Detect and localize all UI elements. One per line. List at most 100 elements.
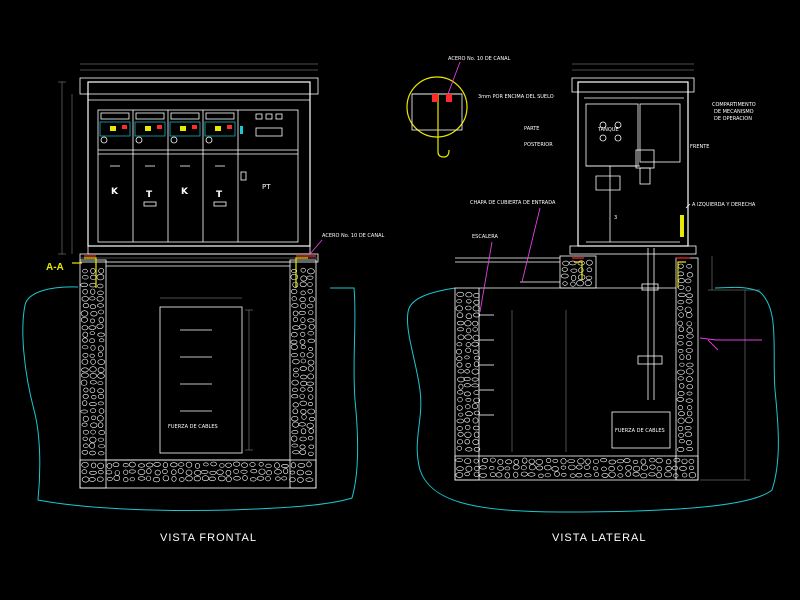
rock xyxy=(688,465,695,471)
rock xyxy=(578,267,584,274)
rock xyxy=(208,476,216,481)
rock xyxy=(528,464,536,471)
side-pit-walls xyxy=(454,255,699,481)
rock xyxy=(300,409,307,415)
rock xyxy=(456,466,464,472)
rock xyxy=(677,426,684,432)
rock xyxy=(146,468,152,475)
rock xyxy=(290,339,298,345)
rock xyxy=(685,293,694,298)
rock xyxy=(560,273,569,279)
rock xyxy=(300,331,306,337)
rock xyxy=(299,387,306,392)
rock xyxy=(457,376,465,383)
rock xyxy=(513,471,519,478)
rock xyxy=(112,462,120,468)
rock xyxy=(80,316,88,323)
rock xyxy=(686,384,694,390)
rock xyxy=(291,435,298,442)
rock xyxy=(81,449,89,455)
rock xyxy=(681,458,688,465)
rock xyxy=(466,327,472,334)
rock xyxy=(97,381,104,386)
rock xyxy=(80,379,88,386)
rock xyxy=(308,444,315,449)
rock xyxy=(489,465,495,470)
rock xyxy=(471,341,479,347)
rock xyxy=(179,477,185,482)
rock xyxy=(300,428,307,435)
rock xyxy=(300,317,306,323)
rock xyxy=(456,356,463,362)
rock xyxy=(291,353,298,358)
rock xyxy=(97,290,104,295)
rock xyxy=(497,466,504,471)
rock xyxy=(81,469,88,475)
rock xyxy=(473,355,480,361)
rock xyxy=(472,334,480,342)
rock xyxy=(672,465,678,471)
rock xyxy=(464,334,473,340)
rock xyxy=(495,472,503,478)
rock xyxy=(307,282,313,287)
rock xyxy=(608,459,616,465)
front-side-label: FRENTE xyxy=(690,144,709,150)
rock xyxy=(465,404,471,410)
rock xyxy=(473,410,481,416)
entry-cover-label: CHAPA DE CUBIERTA DE ENTRADA xyxy=(470,200,556,206)
rock xyxy=(242,475,248,481)
rock xyxy=(593,472,599,477)
rock xyxy=(685,417,693,424)
rock xyxy=(465,447,473,452)
rock xyxy=(457,334,465,341)
rock xyxy=(504,472,510,479)
rock xyxy=(97,352,103,358)
rock xyxy=(465,424,471,430)
panel-letter-1: K xyxy=(111,187,119,197)
side-cable-door: FUERZA DE CABLES xyxy=(611,411,671,449)
rock xyxy=(552,458,559,463)
rock xyxy=(90,267,96,274)
rock xyxy=(456,418,464,424)
rock xyxy=(685,440,692,446)
rock xyxy=(678,411,685,417)
rock xyxy=(97,367,105,373)
rock xyxy=(616,459,624,464)
rock xyxy=(536,465,544,471)
rock xyxy=(472,305,480,312)
rock xyxy=(473,458,479,464)
rock xyxy=(473,446,481,452)
rock xyxy=(473,361,480,368)
rock xyxy=(91,395,97,400)
rock xyxy=(471,403,479,409)
rock xyxy=(307,331,314,336)
rock xyxy=(308,296,315,303)
rock xyxy=(98,444,105,449)
rock xyxy=(96,323,104,329)
rock xyxy=(685,348,693,353)
rock xyxy=(88,477,96,482)
rock xyxy=(233,461,241,467)
rock xyxy=(570,274,577,281)
rock xyxy=(457,431,464,437)
rock xyxy=(146,462,154,468)
rock xyxy=(465,411,473,417)
rock xyxy=(570,268,578,273)
rock xyxy=(123,469,129,475)
rock xyxy=(677,334,684,339)
rock xyxy=(138,463,146,468)
rock xyxy=(677,271,685,277)
rock xyxy=(97,476,104,482)
rock xyxy=(677,306,684,311)
rock xyxy=(291,303,299,308)
rock xyxy=(292,421,299,428)
rock xyxy=(96,274,105,281)
rock xyxy=(473,397,481,404)
rock xyxy=(686,362,694,368)
rock xyxy=(677,446,685,452)
rock xyxy=(225,476,232,482)
rock xyxy=(456,362,463,368)
rock xyxy=(688,458,695,464)
rock xyxy=(249,462,256,467)
rock xyxy=(81,325,89,331)
